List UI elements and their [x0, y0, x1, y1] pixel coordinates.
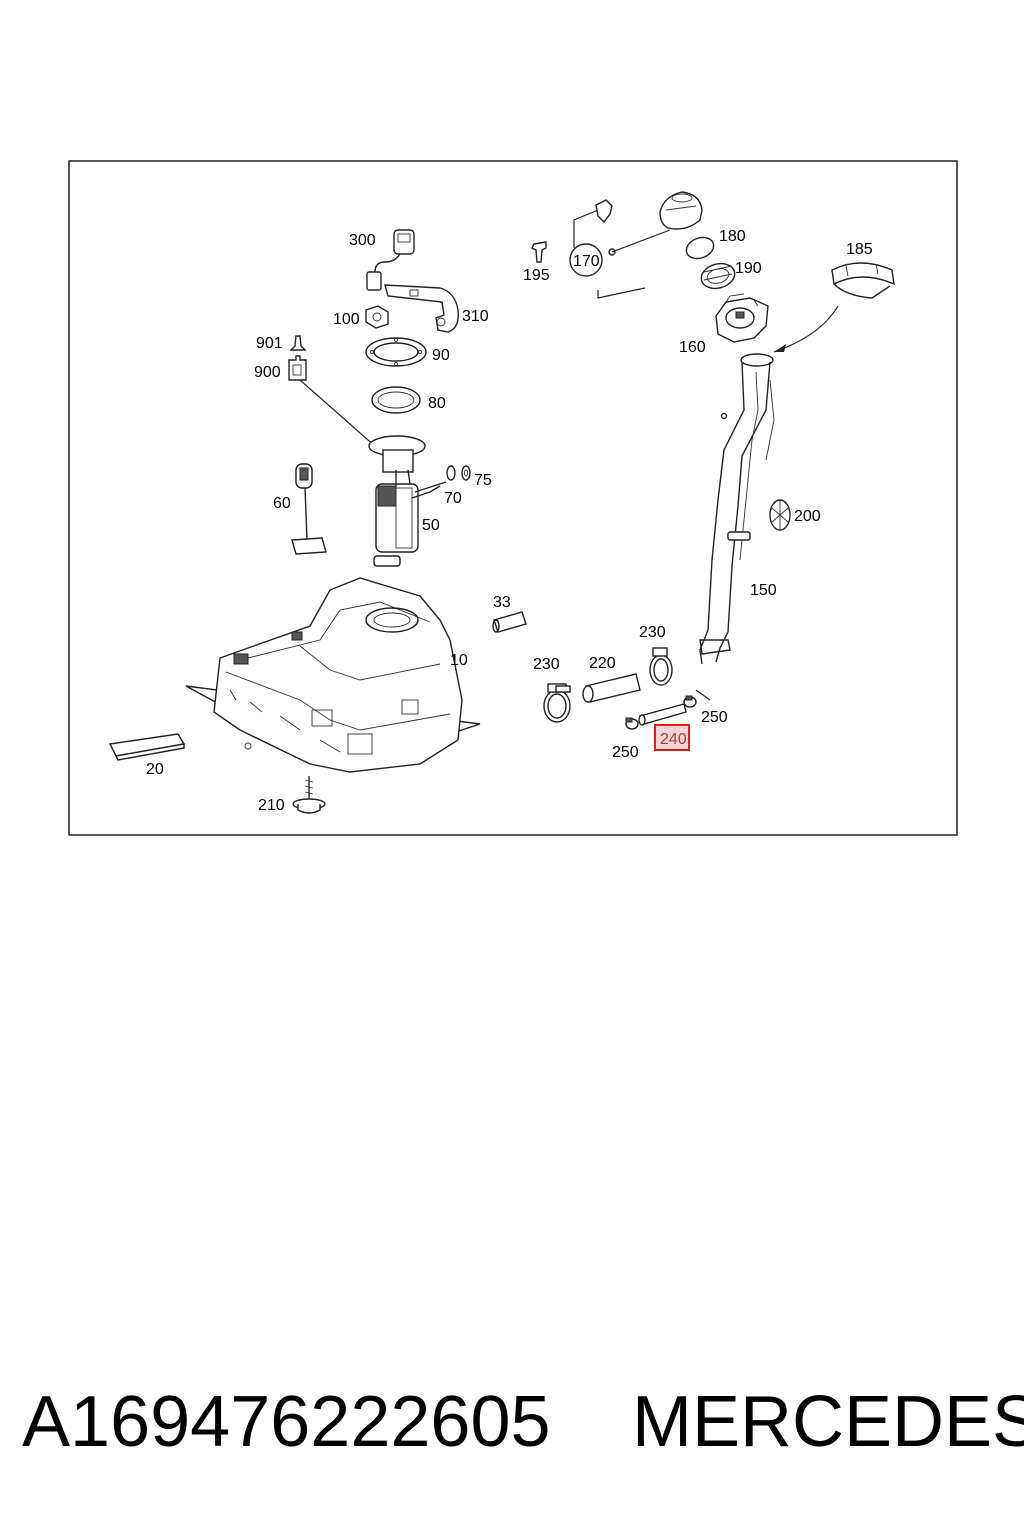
filler-pipe-150 — [699, 353, 775, 665]
sleeve-33 — [492, 611, 527, 633]
label-300[interactable]: 300 — [349, 232, 376, 249]
washer-75 — [461, 465, 471, 481]
label-100[interactable]: 100 — [333, 311, 360, 328]
ring-185 — [831, 262, 895, 299]
sensor-901 — [289, 335, 307, 351]
label-150[interactable]: 150 — [750, 582, 777, 599]
connector-300 — [366, 229, 415, 291]
filler-housing-160 — [715, 293, 769, 343]
level-sender-60 — [291, 463, 327, 555]
label-195[interactable]: 195 — [523, 267, 550, 284]
washer-70 — [446, 465, 456, 481]
module-900 — [288, 355, 307, 381]
label-190[interactable]: 190 — [735, 260, 762, 277]
label-180[interactable]: 180 — [719, 228, 746, 245]
label-210[interactable]: 210 — [258, 797, 285, 814]
label-310[interactable]: 310 — [462, 308, 489, 325]
hose-240 — [638, 703, 687, 726]
highlight-240-fill — [655, 725, 689, 750]
bracket-310 — [384, 284, 459, 333]
cap-200 — [769, 499, 791, 531]
label-75[interactable]: 75 — [474, 472, 492, 489]
hose-220 — [582, 673, 641, 703]
label-160[interactable]: 160 — [679, 339, 706, 356]
label-240[interactable]: 240 — [660, 731, 687, 748]
label-230-left[interactable]: 230 — [533, 656, 560, 673]
fuel-pump-50 — [368, 435, 441, 567]
label-250-right[interactable]: 250 — [701, 709, 728, 726]
label-230-right[interactable]: 230 — [639, 624, 666, 641]
clamp-250-left — [625, 717, 639, 730]
leader-50 — [414, 481, 447, 493]
label-50[interactable]: 50 — [422, 517, 440, 534]
ring-90 — [365, 337, 427, 367]
clamp-230-right — [649, 647, 673, 686]
seal-80 — [371, 386, 421, 414]
label-901[interactable]: 901 — [256, 335, 283, 352]
clamp-250-right — [683, 695, 697, 708]
diagram-frame — [68, 160, 958, 836]
label-90[interactable]: 90 — [432, 347, 450, 364]
label-80[interactable]: 80 — [428, 395, 446, 412]
label-200[interactable]: 200 — [794, 508, 821, 525]
brand-name: MERCEDES — [632, 1382, 1024, 1462]
assembly-arrow — [773, 305, 839, 353]
clip-195 — [531, 241, 547, 263]
label-900[interactable]: 900 — [254, 364, 281, 381]
label-20[interactable]: 20 — [146, 761, 164, 778]
label-33[interactable]: 33 — [493, 594, 511, 611]
leader-250 — [695, 689, 711, 701]
seal-180 — [685, 236, 715, 260]
label-185[interactable]: 185 — [846, 241, 873, 258]
screw-210 — [292, 776, 326, 814]
nut-100 — [365, 305, 389, 329]
label-250-left[interactable]: 250 — [612, 744, 639, 761]
clamp-230-left — [543, 683, 571, 723]
ring-190 — [700, 262, 736, 290]
highlight-240-box — [654, 724, 690, 751]
pad-20 — [108, 733, 186, 761]
label-220[interactable]: 220 — [589, 655, 616, 672]
label-170[interactable]: 170 — [573, 253, 600, 270]
fuel-cap — [595, 191, 703, 256]
caption: A169476222605 MERCEDES — [0, 1372, 1024, 1472]
highlight-240[interactable]: 240 — [654, 724, 690, 751]
arrow-head — [774, 344, 786, 352]
part-number: A169476222605 — [22, 1382, 551, 1462]
label-70[interactable]: 70 — [444, 490, 462, 507]
label-60[interactable]: 60 — [273, 495, 291, 512]
label-10[interactable]: 10 — [450, 652, 468, 669]
fuel-tank-10 — [185, 577, 481, 773]
callout-170 — [569, 209, 646, 299]
